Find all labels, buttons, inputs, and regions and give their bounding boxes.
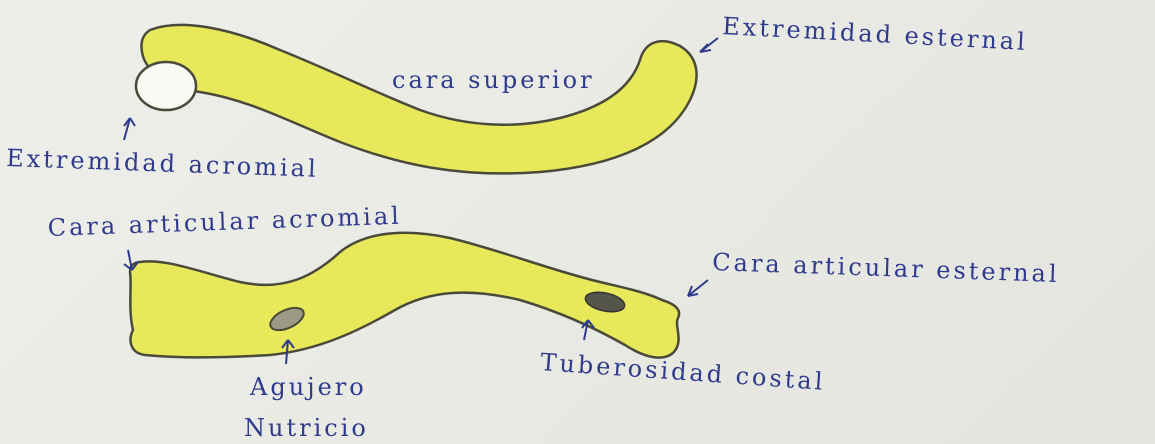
label-extremidad-acromial: Extremidad acromial (6, 144, 319, 183)
label-tuberosidad-costal: Tuberosidad costal (540, 348, 827, 396)
label-cara-articular-acromial: Cara articular acromial (47, 202, 402, 242)
label-cara-superior: cara superior (392, 66, 595, 94)
label-extremidad-esternal: Extremidad esternal (722, 12, 1029, 56)
label-nutricio: Nutricio (244, 414, 369, 442)
arrow-cara-articular-esternal (688, 280, 708, 296)
label-cara-articular-esternal: Cara articular esternal (712, 248, 1060, 288)
arrow-extremidad-esternal (700, 38, 718, 52)
arrow-extremidad-acromial (124, 118, 135, 140)
acromial-end-oval (136, 62, 196, 110)
label-agujero: Agujero (249, 373, 367, 401)
clavicle-inferior-view (130, 233, 679, 358)
